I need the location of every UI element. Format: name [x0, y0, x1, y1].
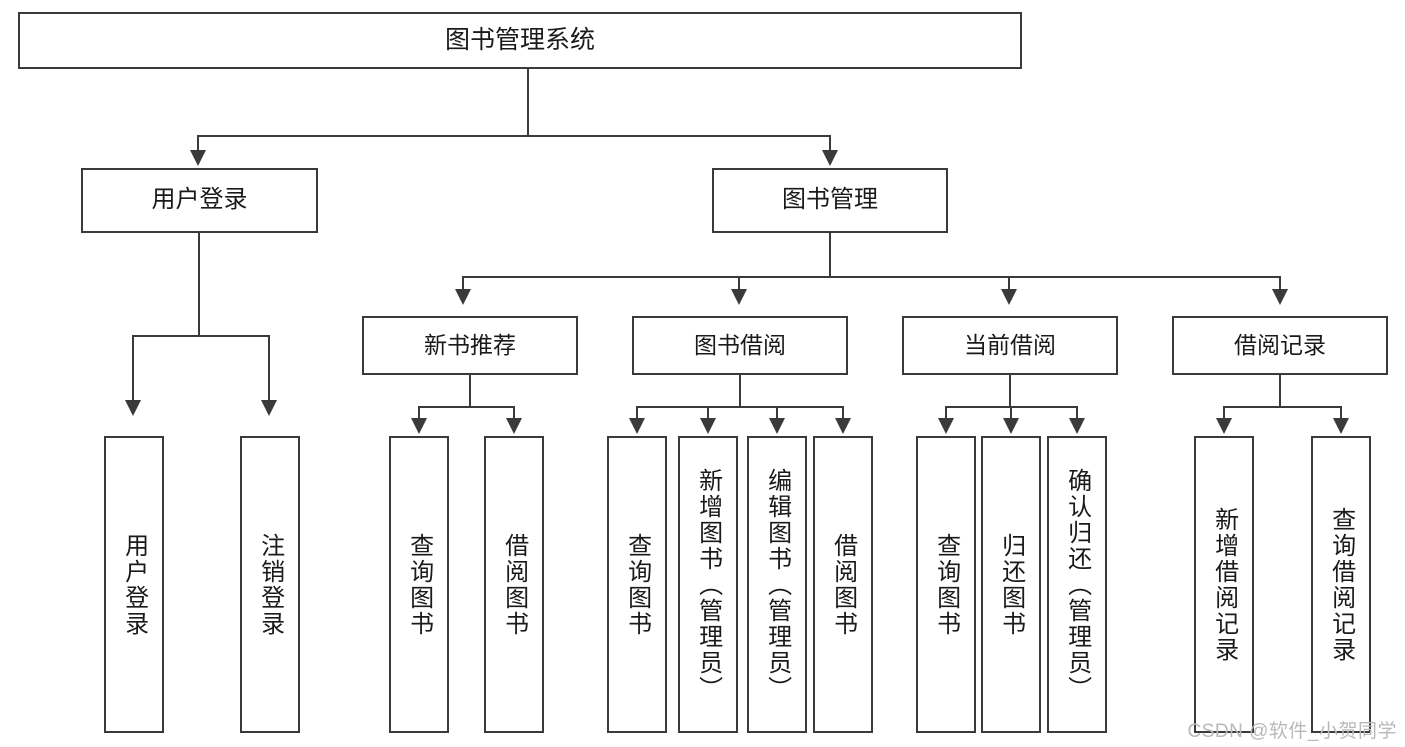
arrow-cb-to-leaf-3 [1069, 418, 1085, 434]
edge-book-management-stem [829, 233, 831, 277]
node-label: 确认归还（管理员） [1063, 467, 1091, 702]
node-label: 新增借阅记录 [1210, 506, 1238, 663]
node-user-login[interactable]: 用户登录 [81, 168, 318, 233]
edge-bb-to-leaf-2 [707, 406, 709, 420]
edge-bb-to-leaf-3 [776, 406, 778, 420]
arrow-bb-to-leaf-1 [629, 418, 645, 434]
node-new-book-recommend[interactable]: 新书推荐 [362, 316, 578, 375]
edge-bm-to-l3-2 [738, 276, 740, 292]
node-label: 借阅图书 [500, 532, 528, 637]
node-label: 归还图书 [997, 532, 1025, 637]
edge-br-to-leaf-1 [1223, 406, 1225, 420]
leaf-borrow-record-add[interactable]: 新增借阅记录 [1194, 436, 1254, 733]
node-label: 查询图书 [623, 532, 651, 637]
edge-root-stem [527, 69, 529, 136]
edge-cb-to-leaf-3 [1076, 406, 1078, 420]
edge-book-borrow-bus [636, 406, 843, 408]
leaf-current-borrow-confirm-return[interactable]: 确认归还（管理员） [1047, 436, 1107, 733]
arrow-br-to-leaf-1 [1216, 418, 1232, 434]
edge-user-login-bus [132, 335, 268, 337]
node-borrow-record[interactable]: 借阅记录 [1172, 316, 1388, 375]
node-label: 用户登录 [151, 186, 248, 214]
edge-bb-to-leaf-1 [636, 406, 638, 420]
node-label: 图书管理系统 [444, 25, 595, 54]
node-label: 编辑图书（管理员） [763, 467, 791, 702]
node-root-book-management-system[interactable]: 图书管理系统 [18, 12, 1022, 69]
node-label: 图书管理 [782, 186, 878, 214]
edge-cb-to-leaf-1 [945, 406, 947, 420]
node-current-borrow[interactable]: 当前借阅 [902, 316, 1118, 375]
node-label: 借阅记录 [1234, 331, 1326, 358]
edge-cb-to-leaf-2 [1010, 406, 1012, 420]
edge-user-login-to-leaf-1 [132, 335, 134, 403]
edge-user-login-stem [198, 233, 200, 336]
arrow-cb-to-leaf-2 [1003, 418, 1019, 434]
edge-new-book-to-leaf-1 [418, 406, 420, 420]
node-label: 新书推荐 [424, 331, 516, 358]
arrow-br-to-leaf-2 [1333, 418, 1349, 434]
arrow-user-login-to-leaf-1 [125, 400, 141, 416]
edge-new-book-bus [418, 406, 515, 408]
edge-root-to-book-management [829, 135, 831, 153]
arrow-root-to-book-management [822, 150, 838, 166]
node-label: 当前借阅 [964, 331, 1056, 358]
edge-user-login-to-leaf-2 [268, 335, 270, 403]
edge-new-book-stem [469, 375, 471, 407]
edge-borrow-record-bus [1223, 406, 1342, 408]
arrow-bm-to-l3-4 [1272, 289, 1288, 305]
arrow-bm-to-l3-1 [455, 289, 471, 305]
node-label: 借阅图书 [829, 532, 857, 637]
leaf-current-borrow-query[interactable]: 查询图书 [916, 436, 976, 733]
node-label: 图书借阅 [694, 331, 786, 358]
leaf-new-book-borrow[interactable]: 借阅图书 [484, 436, 544, 733]
edge-bm-to-l3-1 [462, 276, 464, 292]
node-label: 用户登录 [120, 532, 148, 637]
edge-bb-to-leaf-4 [842, 406, 844, 420]
arrow-bm-to-l3-2 [731, 289, 747, 305]
node-book-management[interactable]: 图书管理 [712, 168, 948, 233]
edge-current-borrow-stem [1009, 375, 1011, 407]
edge-book-borrow-stem [739, 375, 741, 407]
leaf-book-borrow-add[interactable]: 新增图书（管理员） [678, 436, 738, 733]
edge-bm-to-l3-3 [1008, 276, 1010, 292]
edge-new-book-to-leaf-2 [513, 406, 515, 420]
edge-br-to-leaf-2 [1340, 406, 1342, 420]
arrow-user-login-to-leaf-2 [261, 400, 277, 416]
arrow-bb-to-leaf-2 [700, 418, 716, 434]
edge-bm-to-l3-4 [1279, 276, 1281, 292]
node-book-borrow[interactable]: 图书借阅 [632, 316, 848, 375]
node-label: 查询借阅记录 [1327, 506, 1355, 663]
edge-borrow-record-stem [1279, 375, 1281, 407]
arrow-new-book-to-leaf-1 [411, 418, 427, 434]
leaf-current-borrow-return[interactable]: 归还图书 [981, 436, 1041, 733]
node-label: 查询图书 [405, 532, 433, 637]
node-label: 注销登录 [256, 532, 284, 637]
arrow-cb-to-leaf-1 [938, 418, 954, 434]
node-label: 新增图书（管理员） [694, 467, 722, 702]
arrow-bb-to-leaf-4 [835, 418, 851, 434]
arrow-bb-to-leaf-3 [769, 418, 785, 434]
leaf-user-login-login[interactable]: 用户登录 [104, 436, 164, 733]
leaf-book-borrow-edit[interactable]: 编辑图书（管理员） [747, 436, 807, 733]
leaf-book-borrow-borrow[interactable]: 借阅图书 [813, 436, 873, 733]
leaf-borrow-record-query[interactable]: 查询借阅记录 [1311, 436, 1371, 733]
edge-root-bus [197, 135, 831, 137]
arrow-new-book-to-leaf-2 [506, 418, 522, 434]
leaf-user-login-logout[interactable]: 注销登录 [240, 436, 300, 733]
leaf-new-book-query[interactable]: 查询图书 [389, 436, 449, 733]
edge-root-to-user-login [197, 135, 199, 153]
arrow-bm-to-l3-3 [1001, 289, 1017, 305]
leaf-book-borrow-query[interactable]: 查询图书 [607, 436, 667, 733]
edge-book-management-bus [462, 276, 1281, 278]
node-label: 查询图书 [932, 532, 960, 637]
arrow-root-to-user-login [190, 150, 206, 166]
